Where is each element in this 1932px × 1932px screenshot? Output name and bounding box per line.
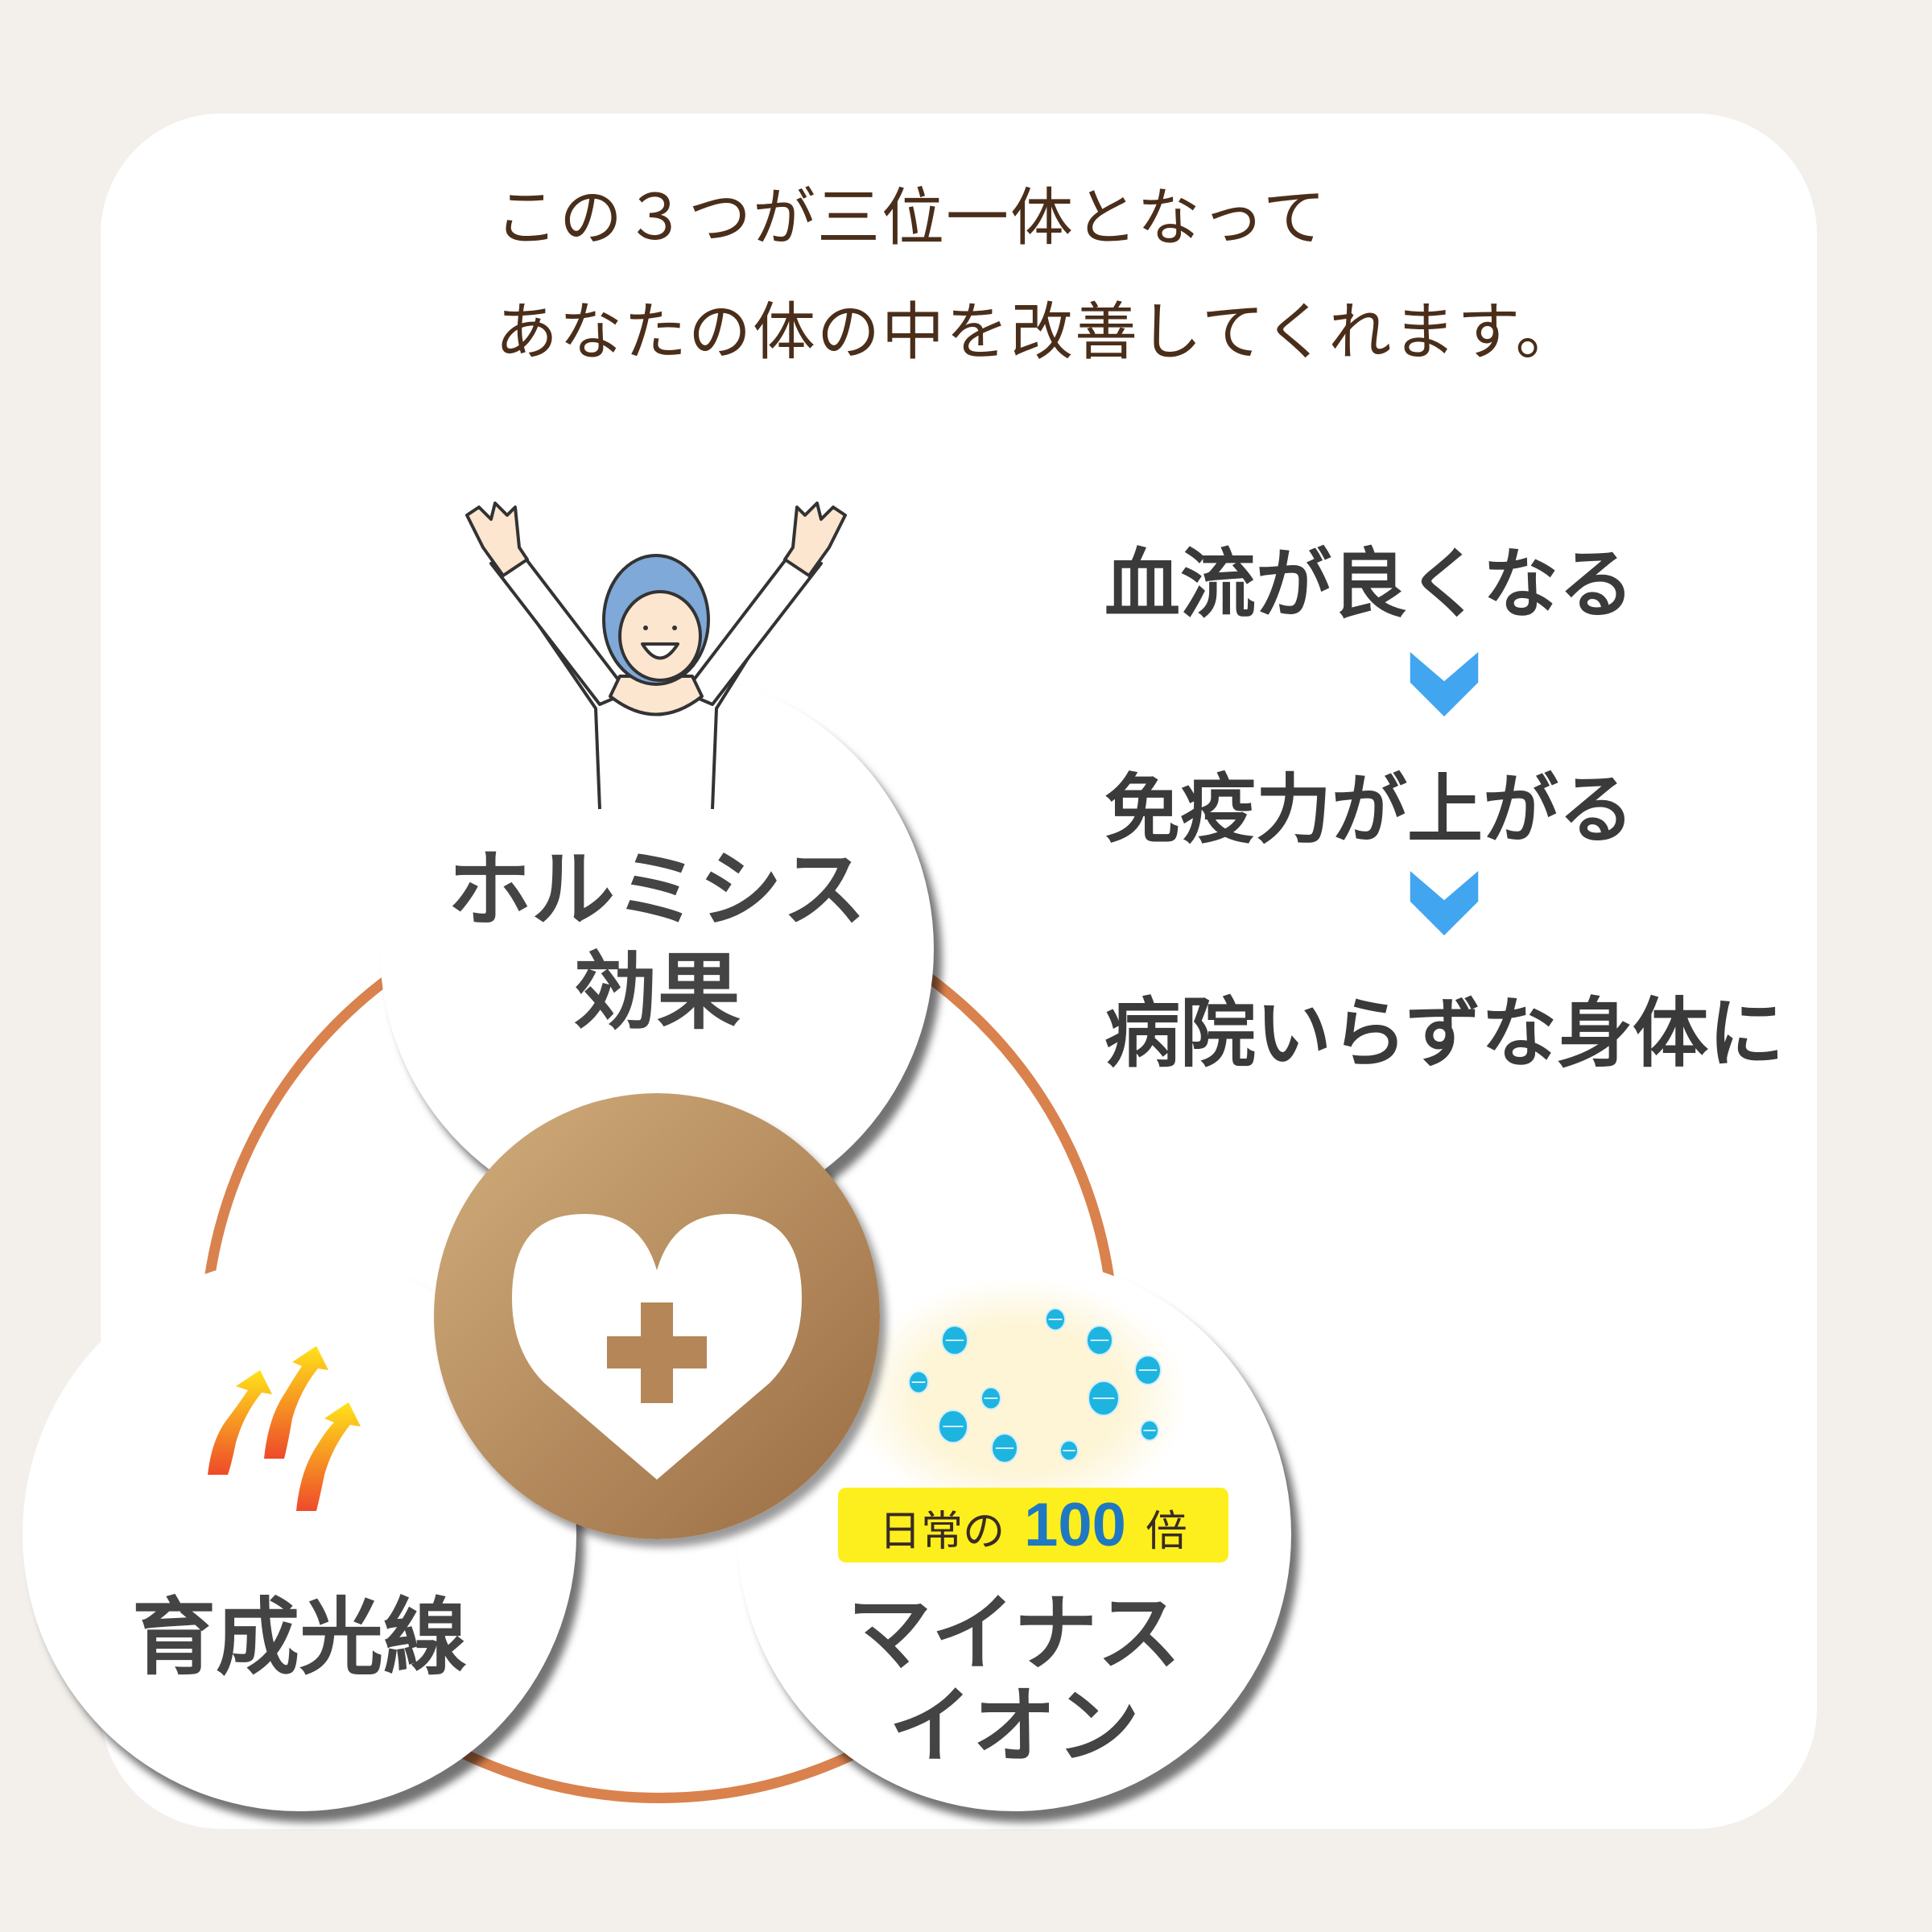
chevron-down-icon [1410, 652, 1479, 716]
badge-suffix: 倍 [1145, 1508, 1187, 1556]
benefit-step-2: 免疫力が上がる [1104, 766, 1635, 854]
hormesis-label-1: ホルミシス [447, 840, 866, 939]
intro-line-1: この３つが三位一体となって [495, 182, 1327, 254]
heart-plus-icon [512, 1214, 802, 1480]
negative-ions-icon [850, 1278, 1188, 1519]
heat-wave-arrows-icon [208, 1346, 361, 1511]
intro-line-2: あなたの体の中を改善してくれます。 [495, 296, 1580, 369]
badge-prefix: 日常の [879, 1508, 1005, 1556]
hormesis-label-2: 効果 [572, 943, 741, 1041]
minus-ion-label-2: イオン [888, 1677, 1140, 1775]
growth-light-label: 育成光線 [131, 1588, 467, 1686]
badge-number: 100 [1024, 1491, 1126, 1559]
benefit-step-1: 血流が良くなる [1104, 541, 1635, 629]
benefit-step-3: 病院いらずな身体に [1104, 990, 1785, 1078]
raised-arms-woman-illustration [465, 502, 847, 810]
hundred-times-badge: 日常の 100 倍 [838, 1488, 1228, 1563]
minus-ion-label-1: マイナス [848, 1584, 1181, 1682]
center-heart-circle [434, 1093, 880, 1539]
chevron-down-icon [1410, 871, 1479, 935]
